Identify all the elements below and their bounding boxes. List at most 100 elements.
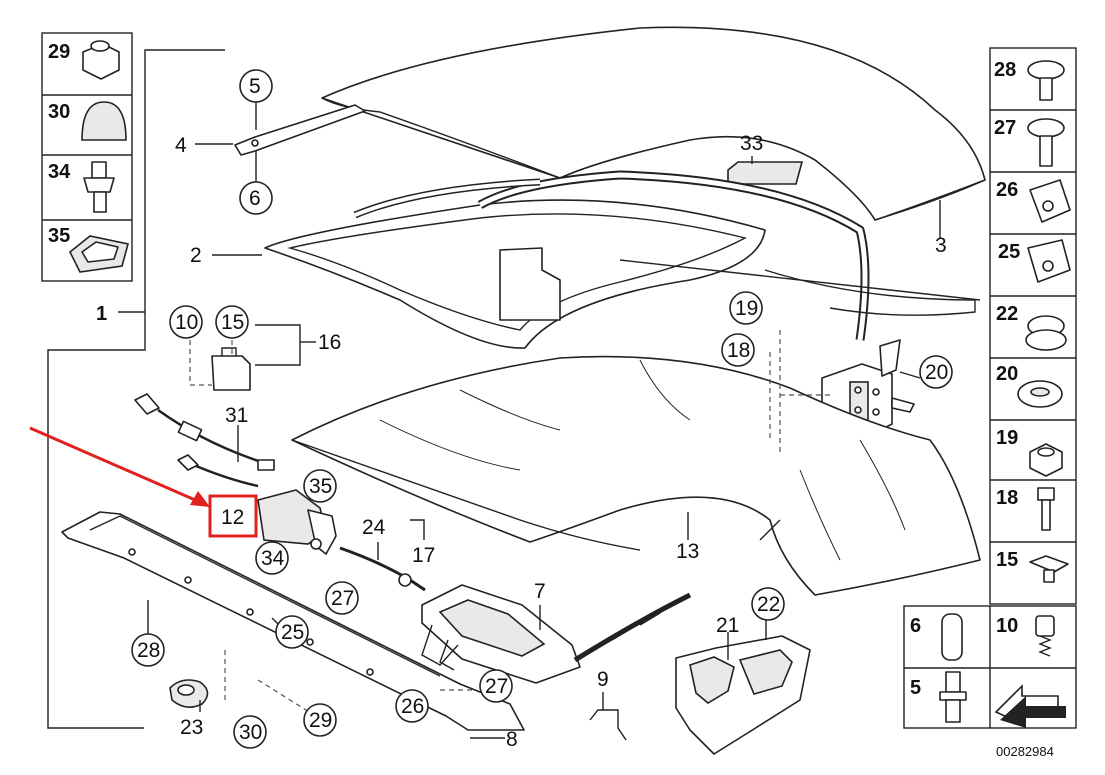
svg-text:18: 18 [727,339,750,362]
corner-arrow-icon [994,684,1066,728]
callout-10[interactable]: 10 [169,305,203,339]
callout-18[interactable]: 18 [721,333,755,367]
legend-part-5[interactable]: 5 [910,671,967,723]
legend-part-10[interactable]: 10 [996,615,1055,657]
callout-12: 12 [221,506,244,529]
callout-23: 23 [180,716,203,739]
svg-text:20: 20 [996,363,1018,385]
legend-part-27[interactable]: 27 [994,117,1065,167]
callout-27a[interactable]: 27 [325,581,359,615]
svg-text:20: 20 [925,361,948,384]
part-13-soft-top[interactable] [291,355,981,596]
legend-part-29[interactable]: 29 [48,40,120,80]
part-4-strip[interactable] [195,104,366,156]
svg-text:26: 26 [996,179,1018,201]
callout-5[interactable]: 5 [239,69,273,103]
callout-25[interactable]: 25 [275,615,309,649]
callout-22[interactable]: 22 [751,587,785,621]
callout-28[interactable]: 28 [131,633,165,667]
part-12-motor[interactable] [257,489,337,555]
svg-text:22: 22 [996,303,1018,325]
callout-30[interactable]: 30 [233,715,267,749]
svg-text:10: 10 [175,311,198,334]
svg-text:6: 6 [910,615,921,637]
legend-part-26[interactable]: 26 [996,179,1071,223]
callout-19[interactable]: 19 [729,291,763,325]
legend-part-19[interactable]: 19 [996,427,1063,477]
part-23-grommet[interactable] [169,679,209,708]
callout-2: 2 [190,244,202,267]
svg-text:6: 6 [249,187,261,210]
legend-part-35[interactable]: 35 [48,225,129,273]
legend-part-22[interactable]: 22 [996,303,1067,351]
part-9-strut[interactable] [573,592,692,741]
callout-16: 16 [318,331,341,354]
highlight-part-12[interactable]: 12 [29,426,258,538]
svg-text:15: 15 [996,549,1018,571]
right-legend: 28 27 26 25 22 20 19 [989,47,1077,605]
bottom-legend: 6 10 5 [903,605,1077,729]
svg-text:25: 25 [998,241,1020,263]
svg-text:34: 34 [48,161,71,183]
callout-13: 13 [676,540,699,563]
legend-part-34[interactable]: 34 [48,161,115,213]
svg-text:22: 22 [757,593,780,616]
legend-part-30[interactable]: 30 [48,101,127,141]
callout-9: 9 [597,668,609,691]
part-16-clip[interactable] [189,324,316,391]
svg-text:15: 15 [221,311,244,334]
callout-33: 33 [740,132,763,155]
svg-text:27: 27 [994,117,1016,139]
svg-text:35: 35 [48,225,70,247]
svg-text:25: 25 [281,621,304,644]
part-3-hard-top-cover[interactable] [321,26,986,238]
legend-part-28[interactable]: 28 [994,59,1065,101]
legend-part-20[interactable]: 20 [996,363,1063,408]
svg-text:35: 35 [309,475,332,498]
left-legend: 29 30 34 35 [41,32,133,282]
svg-text:26: 26 [401,695,424,718]
svg-text:18: 18 [996,487,1018,509]
callout-6[interactable]: 6 [239,181,273,215]
svg-text:28: 28 [994,59,1016,81]
callout-3: 3 [935,234,947,257]
catalog-number: 00282984 [996,744,1054,759]
part-31-cable[interactable] [134,393,275,488]
callout-21: 21 [716,614,739,637]
legend-part-6[interactable]: 6 [910,613,963,661]
callout-4: 4 [175,134,187,157]
svg-text:5: 5 [910,677,921,699]
callout-34[interactable]: 34 [255,541,289,575]
svg-text:27: 27 [331,587,354,610]
callout-29[interactable]: 29 [303,703,337,737]
svg-text:34: 34 [261,547,285,570]
group-1-bracket: 1 [47,49,225,729]
callout-31: 31 [225,404,248,427]
callouts: 5 4 6 2 33 3 10 15 16 19 18 20 31 35 34 … [131,69,953,751]
svg-text:28: 28 [137,639,160,662]
part-2-frame[interactable] [264,170,981,349]
callout-20[interactable]: 20 [919,355,953,389]
svg-text:5: 5 [249,75,261,98]
callout-15[interactable]: 15 [215,305,249,339]
callout-1: 1 [96,303,107,325]
svg-text:29: 29 [309,709,332,732]
legend-part-25[interactable]: 25 [998,239,1071,283]
svg-text:19: 19 [735,297,758,320]
callout-7: 7 [534,580,546,603]
callout-17: 17 [412,544,435,567]
part-21-bracket[interactable] [675,608,811,755]
callout-26[interactable]: 26 [395,689,429,723]
legend-part-18[interactable]: 18 [996,487,1055,531]
callout-27b[interactable]: 27 [479,669,513,703]
callout-35[interactable]: 35 [303,469,337,503]
svg-text:30: 30 [48,101,70,123]
svg-text:10: 10 [996,615,1018,637]
callout-8: 8 [506,728,518,751]
legend-part-15[interactable]: 15 [996,549,1069,583]
part-7-gear-mechanism[interactable] [339,546,581,684]
svg-text:29: 29 [48,41,70,63]
part-33-seal[interactable] [727,161,804,185]
svg-text:27: 27 [485,675,508,698]
